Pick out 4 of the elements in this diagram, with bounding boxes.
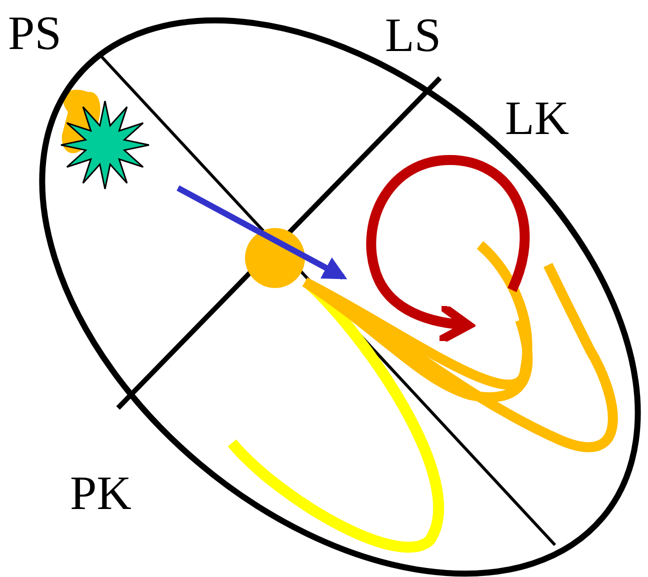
region-label: PK (70, 470, 132, 518)
region-label: PS (8, 10, 62, 58)
region-label: LK (505, 95, 569, 143)
region-label: LS (385, 12, 442, 60)
